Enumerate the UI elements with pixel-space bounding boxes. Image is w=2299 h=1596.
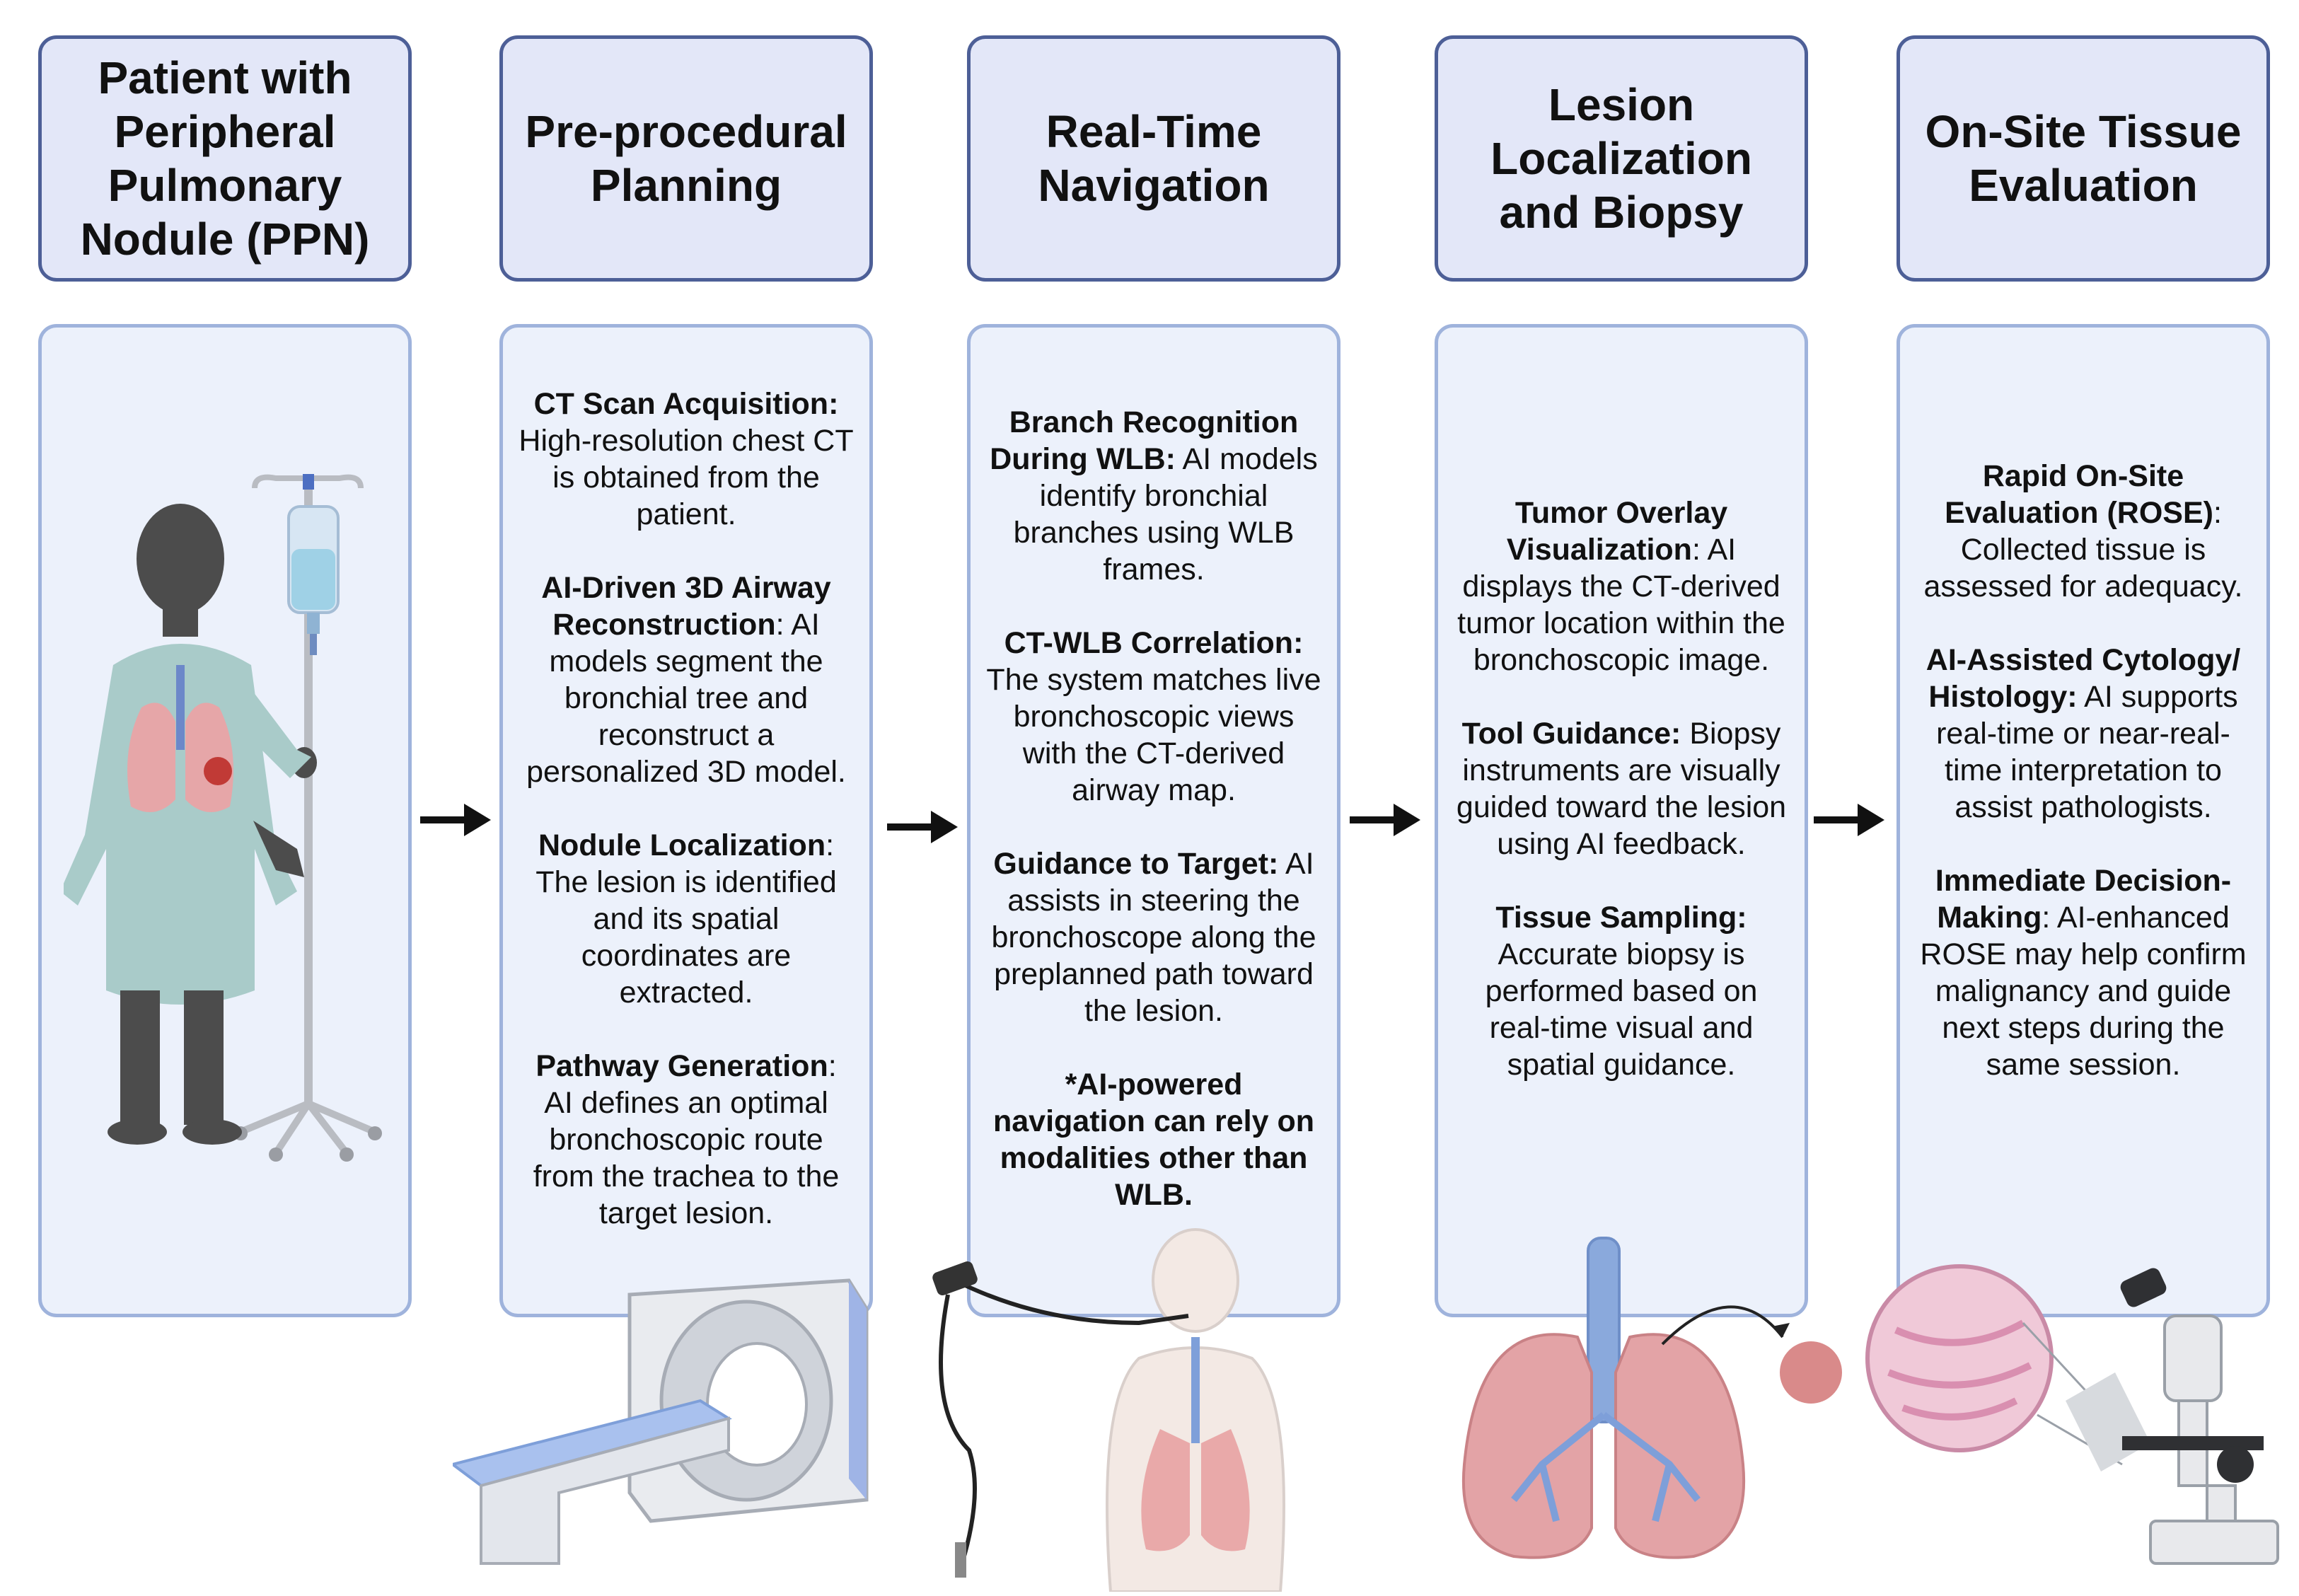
- patient-iv-icon: [64, 474, 382, 1162]
- step-5-section-cytology: AI-Assisted Cytology/ Histology: AI supp…: [1926, 643, 2241, 824]
- step-3-section-ct-wlb-correlation: CT-WLB Correlation: The system matches l…: [986, 626, 1321, 807]
- step-4-section-tumor-overlay: Tumor Overlay Visualization: AI displays…: [1457, 496, 1785, 677]
- step-3-panel: Branch Recognition During WLB: AI models…: [967, 324, 1340, 1317]
- step-5-section-rose: Rapid On-Site Evaluation (ROSE): Collect…: [1923, 459, 2243, 603]
- microscope-icon: [1865, 1264, 2279, 1565]
- step-3-section-branch-recognition: Branch Recognition During WLB: AI models…: [990, 405, 1318, 586]
- step-2-section-pathway-generation: Pathway Generation: AI defines an optima…: [533, 1049, 840, 1230]
- step-4-section-tool-guidance: Tool Guidance: Biopsy instruments are vi…: [1456, 717, 1787, 861]
- step-3-note: *AI-powered navigation can rely on modal…: [993, 1068, 1314, 1212]
- step-4-panel: Tumor Overlay Visualization: AI displays…: [1435, 324, 1808, 1317]
- step-4-section-tissue-sampling: Tissue Sampling: Accurate biopsy is perf…: [1485, 901, 1758, 1082]
- bronchoscope-icon: [932, 1228, 1285, 1592]
- lungs-biopsy-icon: [1461, 1237, 1842, 1559]
- step-2-section-nodule-localization: Nodule Localization: The lesion is ident…: [535, 828, 837, 1010]
- step-3-section-guidance-to-target: Guidance to Target: AI assists in steeri…: [991, 847, 1316, 1028]
- step-2-section-ct-scan: CT Scan Acquisition: High-resolution che…: [519, 387, 854, 531]
- arrow-1-to-2: [420, 804, 491, 836]
- ct-scanner-icon: [453, 1278, 869, 1565]
- step-2-panel: CT Scan Acquisition: High-resolution che…: [499, 324, 873, 1317]
- step-5-panel: Rapid On-Site Evaluation (ROSE): Collect…: [1896, 324, 2270, 1317]
- arrow-2-to-3: [887, 811, 958, 843]
- step-2-section-3d-reconstruction: AI-Driven 3D Airway Reconstruction: AI m…: [526, 571, 846, 789]
- arrow-3-to-4: [1350, 804, 1420, 836]
- step-5-section-decision-making: Immediate Decision-Making: AI-enhanced R…: [1920, 864, 2247, 1082]
- arrow-4-to-5: [1814, 804, 1884, 836]
